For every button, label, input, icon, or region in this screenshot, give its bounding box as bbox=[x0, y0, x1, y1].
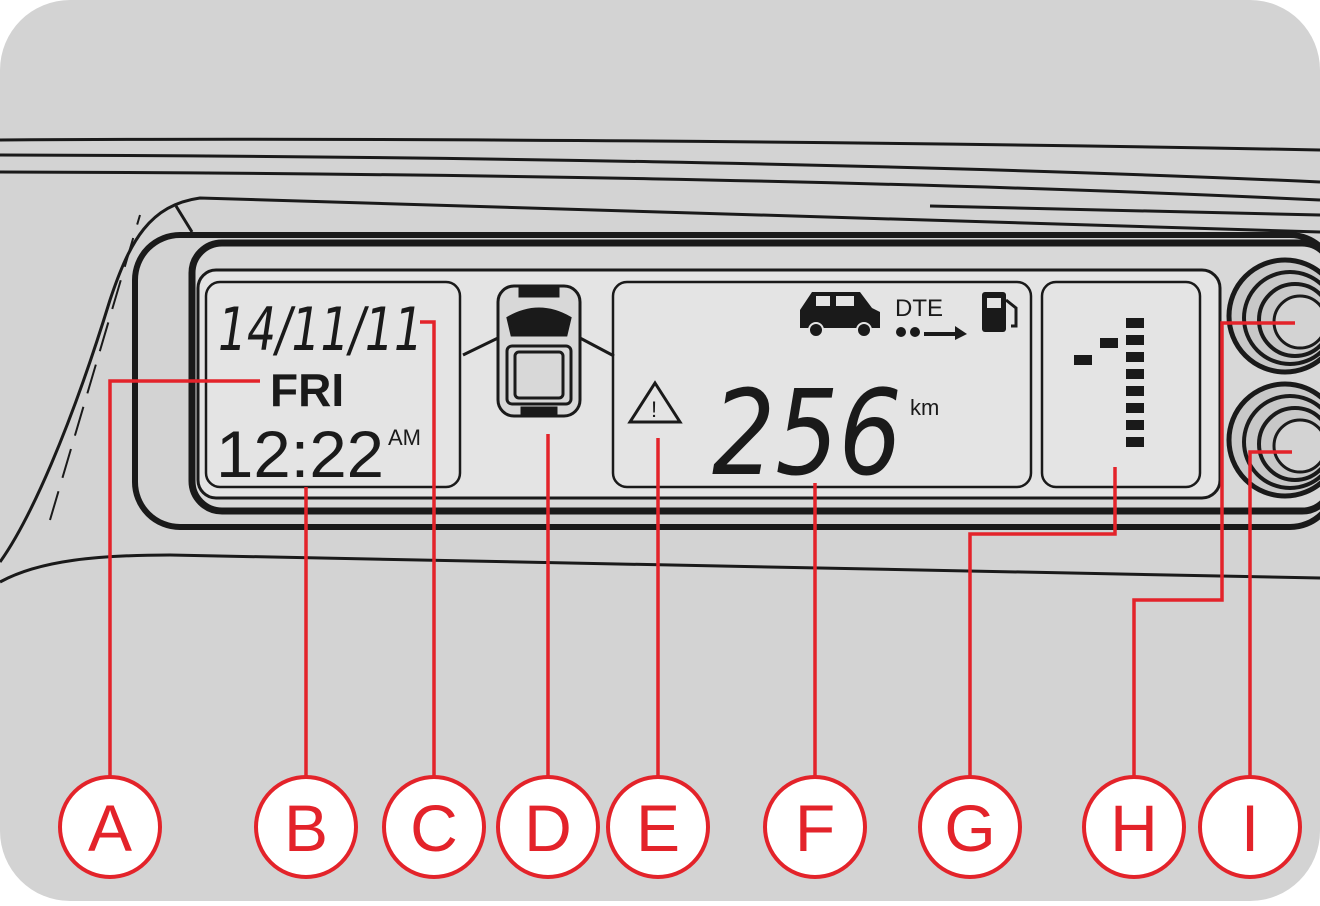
callout-a-label: A bbox=[88, 791, 132, 865]
callout-g: G bbox=[918, 775, 1022, 879]
callout-a: A bbox=[58, 775, 162, 879]
distance-readout: 256 bbox=[712, 364, 902, 502]
callout-i-label: I bbox=[1241, 791, 1259, 865]
callout-e: E bbox=[606, 775, 710, 879]
distance-unit: km bbox=[910, 395, 939, 420]
callout-d-label: D bbox=[524, 791, 572, 865]
warning-symbol: ! bbox=[651, 397, 657, 422]
leader-a bbox=[108, 379, 260, 777]
callout-f: F bbox=[763, 775, 867, 879]
gear-bar-segment bbox=[1126, 335, 1144, 345]
callout-c-label: C bbox=[410, 791, 458, 865]
callout-f-label: F bbox=[795, 791, 835, 865]
warning-triangle-icon: ! bbox=[627, 380, 683, 424]
gear-step-segment bbox=[1100, 338, 1118, 348]
gear-bar-segment bbox=[1126, 437, 1144, 447]
trip-panel bbox=[611, 280, 1033, 489]
callout-g-label: G bbox=[944, 791, 995, 865]
callout-h-label: H bbox=[1110, 791, 1158, 865]
leader-i bbox=[1248, 450, 1292, 777]
lower-control-knob[interactable] bbox=[1226, 381, 1320, 499]
date-readout: 14/11/11 bbox=[218, 295, 423, 365]
gear-bar-segment bbox=[1126, 420, 1144, 430]
callout-d: D bbox=[496, 775, 600, 879]
day-readout: FRI bbox=[270, 364, 344, 416]
upper-control-knob[interactable] bbox=[1226, 257, 1320, 375]
callout-b: B bbox=[254, 775, 358, 879]
lcd-screen bbox=[196, 268, 1222, 500]
callout-b-label: B bbox=[284, 791, 328, 865]
van-open-doors-icon bbox=[462, 284, 615, 418]
gear-bar-segment bbox=[1126, 318, 1144, 328]
callout-h: H bbox=[1082, 775, 1186, 879]
clock-panel bbox=[204, 280, 462, 489]
leader-g bbox=[968, 467, 1117, 777]
dte-arrow-icon bbox=[896, 326, 967, 340]
time-readout: 12:22 bbox=[216, 417, 384, 491]
leader-c bbox=[420, 320, 436, 777]
gear-panel bbox=[1040, 280, 1202, 489]
callout-e-label: E bbox=[636, 791, 680, 865]
fuel-pump-icon bbox=[982, 292, 1018, 332]
gear-step-segment bbox=[1074, 355, 1092, 365]
trim-dash-line bbox=[49, 214, 141, 521]
callout-i: I bbox=[1198, 775, 1302, 879]
leader-h bbox=[1132, 321, 1295, 777]
callout-c: C bbox=[382, 775, 486, 879]
gear-bar-segment bbox=[1126, 386, 1144, 396]
dashboard-trim bbox=[0, 137, 1320, 584]
ampm-readout: AM bbox=[388, 425, 421, 450]
callout-leaders bbox=[108, 320, 1295, 777]
gear-bar bbox=[1074, 318, 1144, 447]
gear-bar-segment bbox=[1126, 403, 1144, 413]
gear-bar-segment bbox=[1126, 369, 1144, 379]
trim-notch bbox=[174, 205, 194, 233]
gear-bar-segment bbox=[1126, 352, 1144, 362]
car-silhouette-icon bbox=[800, 292, 880, 338]
dte-label: DTE bbox=[895, 295, 943, 322]
